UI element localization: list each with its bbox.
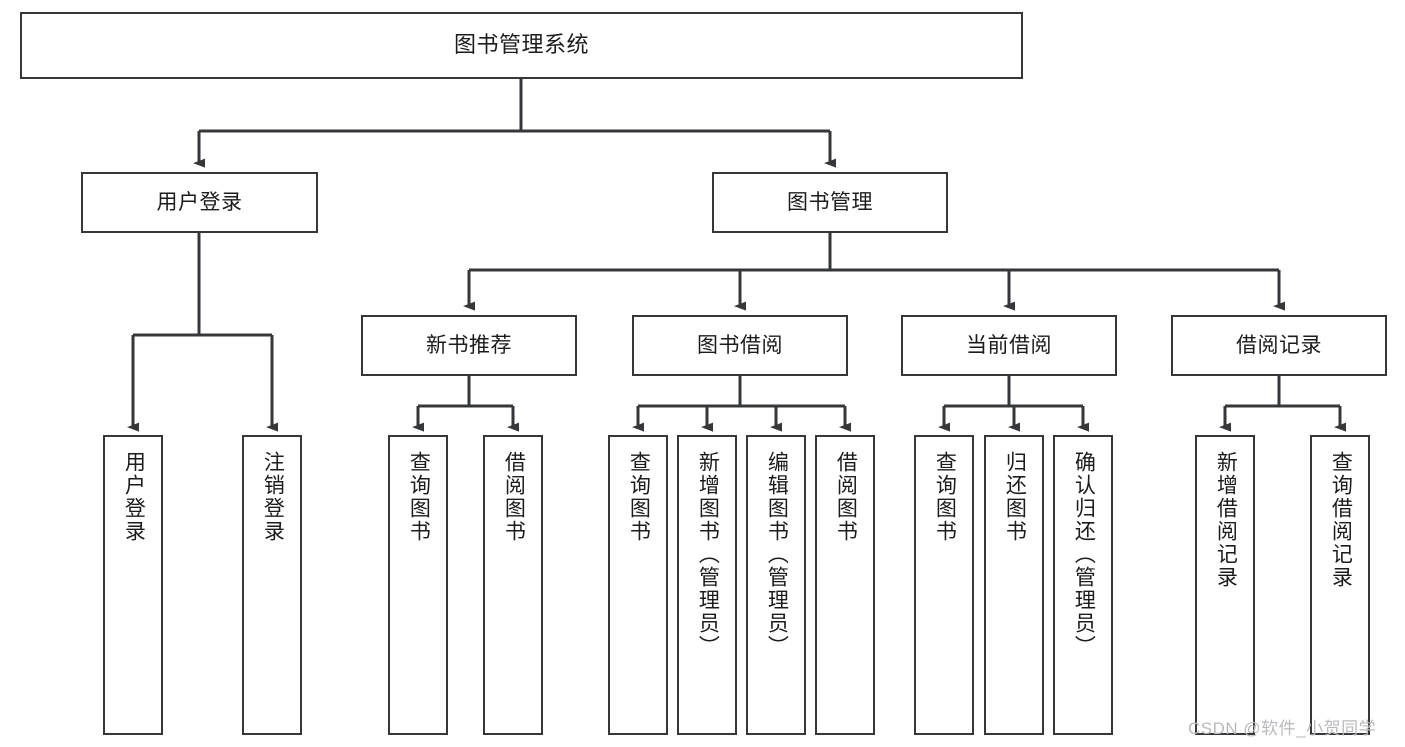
leaf-br-query-record-label: 查询借阅记录 (1329, 451, 1353, 589)
leaf-bb-edit-book-admin-label: 编辑图书（管理员） (765, 451, 789, 658)
leaf-bb-query-book-label: 查询图书 (627, 451, 651, 543)
leaf-bb-add-book-admin[interactable]: 新增图书（管理员） (677, 435, 737, 735)
leaf-bb-query-book[interactable]: 查询图书 (608, 435, 668, 735)
node-root-label: 图书管理系统 (453, 32, 589, 58)
leaf-nb-borrow-book[interactable]: 借阅图书 (483, 435, 543, 735)
leaf-bb-borrow-book[interactable]: 借阅图书 (815, 435, 875, 735)
leaf-logout[interactable]: 注销登录 (242, 435, 302, 735)
leaf-cb-return-book-label: 归还图书 (1003, 451, 1027, 543)
leaf-nb-borrow-book-label: 借阅图书 (502, 451, 526, 543)
node-book-borrow[interactable]: 图书借阅 (632, 315, 848, 376)
leaf-cb-query-book[interactable]: 查询图书 (914, 435, 974, 735)
leaf-br-add-record-label: 新增借阅记录 (1214, 451, 1238, 589)
leaf-bb-edit-book-admin[interactable]: 编辑图书（管理员） (746, 435, 806, 735)
node-book-management-label: 图书管理 (787, 190, 873, 214)
leaf-br-add-record[interactable]: 新增借阅记录 (1195, 435, 1255, 735)
leaf-user-login[interactable]: 用户登录 (103, 435, 163, 735)
leaf-bb-add-book-admin-label: 新增图书（管理员） (696, 451, 720, 658)
node-root-book-management-system[interactable]: 图书管理系统 (20, 12, 1023, 79)
node-book-borrow-label: 图书借阅 (697, 333, 783, 357)
leaf-cb-confirm-return-admin-label: 确认归还（管理员） (1072, 451, 1096, 658)
leaf-cb-query-book-label: 查询图书 (933, 451, 957, 543)
node-borrow-record[interactable]: 借阅记录 (1171, 315, 1387, 376)
leaf-nb-query-book-label: 查询图书 (407, 451, 431, 543)
node-current-borrow-label: 当前借阅 (966, 333, 1052, 357)
node-user-login[interactable]: 用户登录 (81, 172, 318, 233)
leaf-nb-query-book[interactable]: 查询图书 (388, 435, 448, 735)
leaf-br-query-record[interactable]: 查询借阅记录 (1310, 435, 1370, 735)
node-current-borrow[interactable]: 当前借阅 (901, 315, 1117, 376)
leaf-user-login-label: 用户登录 (122, 451, 146, 543)
node-new-book-recommend-label: 新书推荐 (426, 333, 512, 357)
leaf-cb-return-book[interactable]: 归还图书 (984, 435, 1044, 735)
leaf-logout-label: 注销登录 (261, 451, 285, 543)
node-user-login-label: 用户登录 (156, 190, 243, 214)
leaf-bb-borrow-book-label: 借阅图书 (834, 451, 858, 543)
node-new-book-recommend[interactable]: 新书推荐 (361, 315, 577, 376)
csdn-watermark: CSDN @软件_小贺同学 (1188, 719, 1377, 738)
leaf-cb-confirm-return-admin[interactable]: 确认归还（管理员） (1053, 435, 1113, 735)
node-borrow-record-label: 借阅记录 (1236, 333, 1322, 357)
node-book-management[interactable]: 图书管理 (712, 172, 948, 233)
